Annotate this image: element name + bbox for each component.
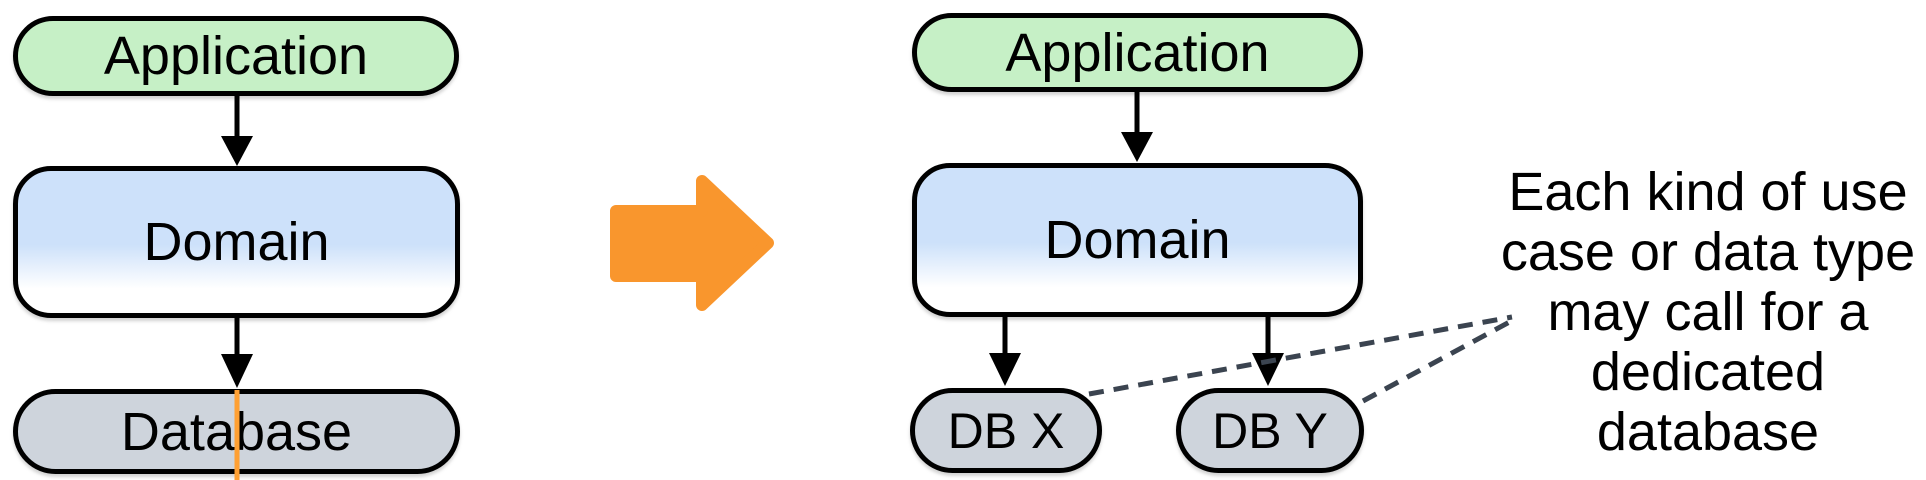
node-label: Domain — [143, 212, 330, 272]
node-db-y: DB Y — [1176, 388, 1364, 473]
arrowhead-domain-dby — [1252, 353, 1284, 386]
transform-arrow-icon — [610, 175, 774, 311]
arrowhead-domain-database-left — [221, 354, 253, 388]
node-database-left: Database — [13, 389, 460, 474]
node-domain-left: Domain — [13, 166, 460, 318]
node-label: Domain — [1044, 210, 1231, 270]
node-application-left: Application — [13, 16, 459, 96]
arrowhead-domain-dbx — [989, 353, 1021, 386]
annotation-line: may call for a — [1547, 282, 1869, 342]
annotation-text: Each kind of use case or data type may c… — [1490, 152, 1926, 472]
node-label: DB X — [947, 402, 1065, 459]
node-db-x: DB X — [910, 388, 1102, 473]
dashed-callout-line-dbx — [1088, 314, 1513, 397]
node-domain-right: Domain — [912, 163, 1363, 317]
annotation-line: Each kind of use — [1508, 162, 1908, 222]
arrowhead-app-domain-left — [221, 136, 253, 166]
arrowhead-app-domain-right — [1121, 132, 1153, 162]
node-label: DB Y — [1212, 402, 1328, 459]
node-label: Application — [1005, 22, 1270, 83]
node-application-right: Application — [912, 13, 1363, 92]
annotation-line: dedicated — [1590, 342, 1826, 402]
node-label: Database — [120, 401, 353, 462]
annotation-line: case or data type — [1500, 222, 1916, 282]
node-label: Application — [103, 26, 369, 86]
annotation-line: database — [1596, 402, 1820, 462]
